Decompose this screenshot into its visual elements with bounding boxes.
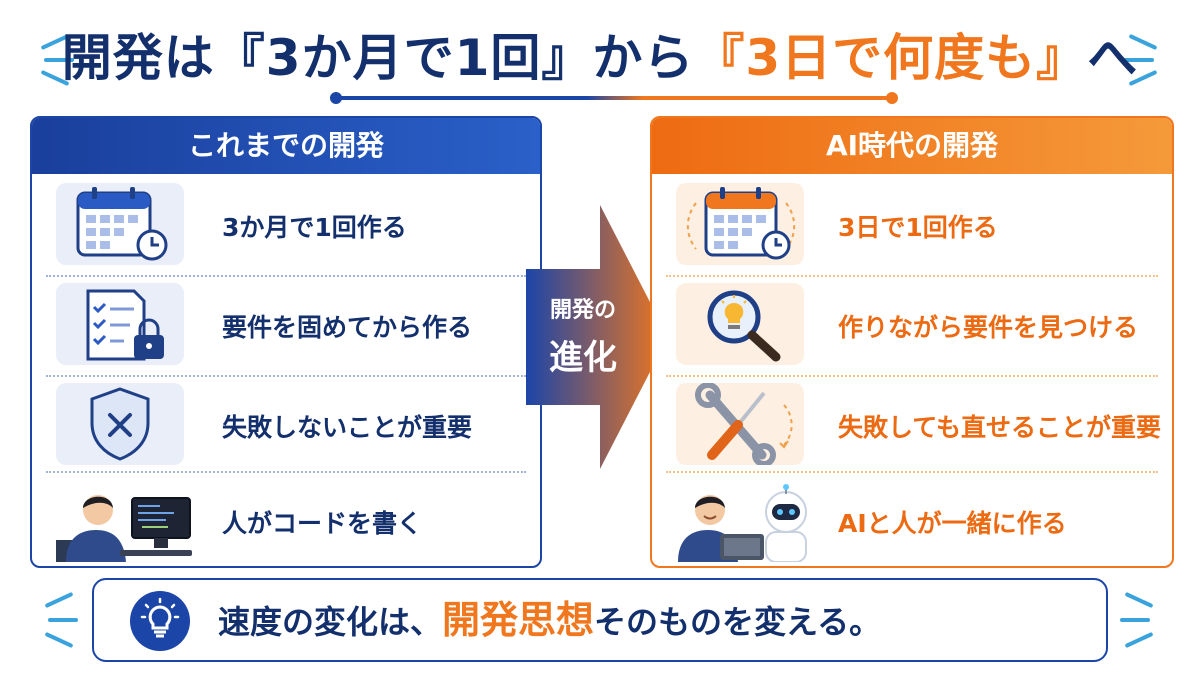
list-item: 失敗しないことが重要 bbox=[32, 376, 540, 473]
row-label: 人がコードを書く bbox=[222, 509, 423, 538]
row-divider bbox=[666, 375, 1158, 377]
row-divider bbox=[666, 471, 1158, 473]
row-label: 作りながら要件を見つける bbox=[838, 313, 1139, 342]
wrench-screwdriver-icon bbox=[676, 382, 804, 467]
conclusion-text-after: そのものを変える。 bbox=[594, 603, 882, 641]
title-part-2: 『3日で何度も』 bbox=[694, 29, 1088, 87]
banner-spark-decoration bbox=[1124, 591, 1154, 609]
title-underline-dot-right bbox=[886, 92, 898, 104]
banner-spark-decoration bbox=[48, 618, 78, 622]
list-item: 3日で1回作る bbox=[652, 176, 1172, 273]
conclusion-text: 速度の変化は、開発思想そのものを変える。 bbox=[218, 590, 881, 650]
panel-ai-era-development: AI時代の開発 3日で1回作る bbox=[650, 116, 1174, 568]
list-item: 3か月で1回作る bbox=[32, 176, 540, 273]
title-spark-decoration bbox=[44, 58, 74, 62]
row-divider bbox=[46, 375, 526, 377]
list-item: 作りながら要件を見つける bbox=[652, 276, 1172, 373]
banner-spark-decoration bbox=[1120, 618, 1150, 622]
arrow-label-line2: 進化 bbox=[549, 338, 617, 378]
list-item: 要件を固めてから作る bbox=[32, 276, 540, 373]
magnifier-lightbulb-icon bbox=[676, 283, 804, 365]
row-label: AIと人が一緒に作る bbox=[838, 509, 1067, 538]
row-divider bbox=[46, 275, 526, 277]
panel-traditional-development: これまでの開発 3か月で1回作る bbox=[30, 116, 542, 568]
calendar-clock-icon bbox=[56, 183, 184, 265]
row-label: 失敗しないことが重要 bbox=[222, 413, 473, 442]
page-title: 開発は『3か月で1回』から『3日で何度も』へ bbox=[0, 18, 1200, 98]
panel-right-header: AI時代の開発 bbox=[652, 118, 1172, 174]
row-divider bbox=[46, 471, 526, 473]
list-item: AIと人が一緒に作る bbox=[652, 472, 1172, 566]
checklist-lock-icon bbox=[56, 283, 184, 365]
row-label: 失敗しても直せることが重要 bbox=[838, 413, 1162, 442]
conclusion-text-before: 速度の変化は、 bbox=[218, 603, 443, 641]
list-item: 人がコードを書く bbox=[32, 472, 540, 566]
row-label: 3か月で1回作る bbox=[222, 213, 407, 242]
banner-spark-decoration bbox=[1124, 631, 1154, 649]
shield-x-icon bbox=[56, 383, 184, 465]
title-underline bbox=[335, 96, 895, 100]
title-underline-dot-left bbox=[330, 92, 342, 104]
row-divider bbox=[666, 275, 1158, 277]
conclusion-highlight: 開発思想 bbox=[442, 598, 595, 642]
panel-left-header: これまでの開発 bbox=[32, 118, 540, 174]
row-label: 要件を固めてから作る bbox=[222, 313, 473, 342]
row-label: 3日で1回作る bbox=[838, 213, 998, 242]
calendar-clock-cycle-icon bbox=[676, 183, 804, 265]
title-part-3: へ bbox=[1087, 29, 1139, 87]
title-spark-decoration bbox=[1124, 58, 1154, 62]
list-item: 失敗しても直せることが重要 bbox=[652, 376, 1172, 473]
developer-at-computer-icon bbox=[46, 478, 192, 562]
arrow-label-line1: 開発の bbox=[549, 298, 616, 323]
conclusion-banner bbox=[92, 578, 1108, 662]
developer-with-robot-icon bbox=[676, 478, 807, 563]
evolution-arrow bbox=[526, 205, 668, 469]
lightbulb-icon bbox=[130, 591, 190, 651]
title-part-1: 開発は『3か月で1回』から bbox=[61, 29, 695, 87]
banner-spark-decoration bbox=[44, 631, 74, 649]
banner-spark-decoration bbox=[44, 591, 74, 609]
